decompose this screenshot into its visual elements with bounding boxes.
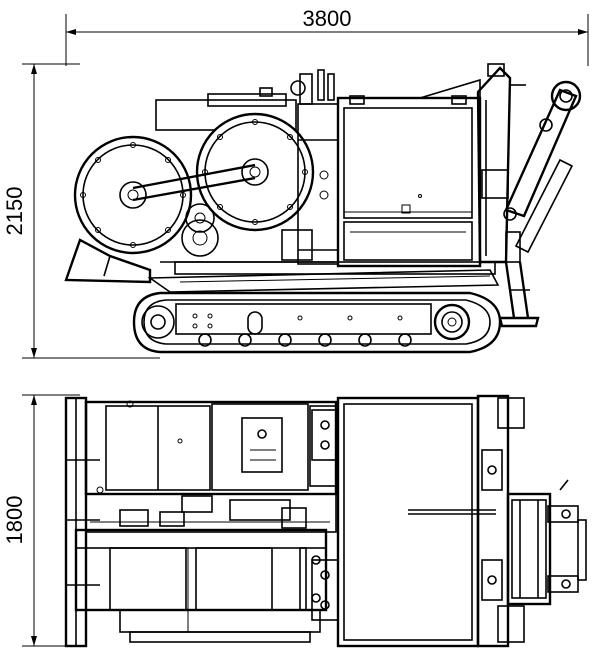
- outrigger-leg: [498, 261, 540, 328]
- reel-left: [73, 135, 193, 255]
- dimension-top-width: 1800: [2, 394, 80, 647]
- dimension-side-height: 2150: [2, 63, 160, 359]
- boom-top: [506, 479, 587, 606]
- reel-right: [195, 112, 315, 232]
- drive-gear: [181, 203, 219, 257]
- control-cabinet: [336, 95, 482, 268]
- overall-length-label: 3800: [303, 6, 352, 31]
- crawler-track: [132, 291, 502, 354]
- mast-top: [476, 394, 525, 648]
- reel-zone-top: [74, 528, 328, 643]
- hydraulic-block: [281, 69, 339, 265]
- valve-band: [85, 493, 337, 533]
- top-view: [64, 394, 587, 648]
- top-width-label: 1800: [2, 496, 27, 545]
- dimension-overall-length: 3800: [65, 6, 589, 66]
- rear-mast: [419, 63, 526, 264]
- boom-arm: [503, 80, 582, 263]
- front-blade: [64, 238, 152, 284]
- engine-top: [84, 400, 338, 496]
- side-height-label: 2150: [2, 187, 27, 236]
- cabinet-top: [311, 396, 496, 648]
- reel-link-arm: [132, 163, 256, 202]
- side-view: [64, 63, 582, 354]
